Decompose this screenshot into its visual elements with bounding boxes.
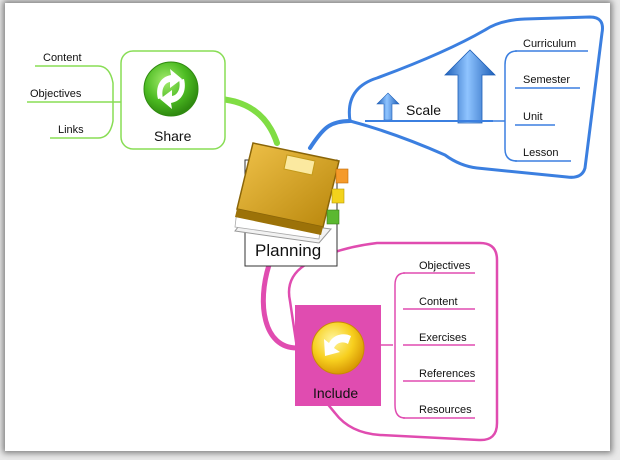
share-connector [217, 96, 280, 146]
include-item-resources[interactable]: Resources [419, 404, 472, 416]
center-node[interactable]: Planning [234, 142, 349, 267]
include-bracket [394, 272, 406, 419]
include-connector [260, 262, 300, 351]
mind-map-canvas: Content Objectives Links Share Scale Cur… [5, 3, 610, 451]
include-item-exercises[interactable]: Exercises [419, 332, 467, 344]
share-node-label: Share [154, 128, 192, 144]
scale-bracket [504, 50, 518, 162]
center-node-label: Planning [255, 241, 321, 260]
share-item-content[interactable]: Content [43, 52, 82, 64]
scale-item-curriculum[interactable]: Curriculum [523, 38, 576, 50]
share-item-links[interactable]: Links [58, 124, 84, 136]
scale-node-label[interactable]: Scale [406, 102, 441, 118]
include-item-references[interactable]: References [419, 368, 476, 380]
scale-item-unit[interactable]: Unit [523, 111, 543, 123]
scale-large-arrow-icon [444, 49, 496, 124]
include-item-content[interactable]: Content [419, 296, 458, 308]
book-icon [234, 142, 349, 244]
scale-boundary [347, 15, 604, 179]
scale-small-arrow-icon [376, 92, 400, 121]
scale-branch: Scale Curriculum Semester Unit Lesson [347, 15, 604, 179]
include-node-label: Include [313, 385, 358, 401]
scale-item-lesson[interactable]: Lesson [523, 147, 558, 159]
share-icon [143, 61, 199, 117]
include-item-objectives[interactable]: Objectives [419, 260, 471, 272]
scale-connector [308, 119, 352, 150]
mind-map-svg: Content Objectives Links Share Scale Cur… [27, 15, 604, 442]
scale-item-semester[interactable]: Semester [523, 74, 570, 86]
include-branch: Include Objectives Content Exercises Ref… [287, 241, 499, 442]
share-branch: Content Objectives Links Share [27, 50, 226, 150]
include-icon [311, 321, 365, 375]
share-item-objectives[interactable]: Objectives [30, 88, 82, 100]
